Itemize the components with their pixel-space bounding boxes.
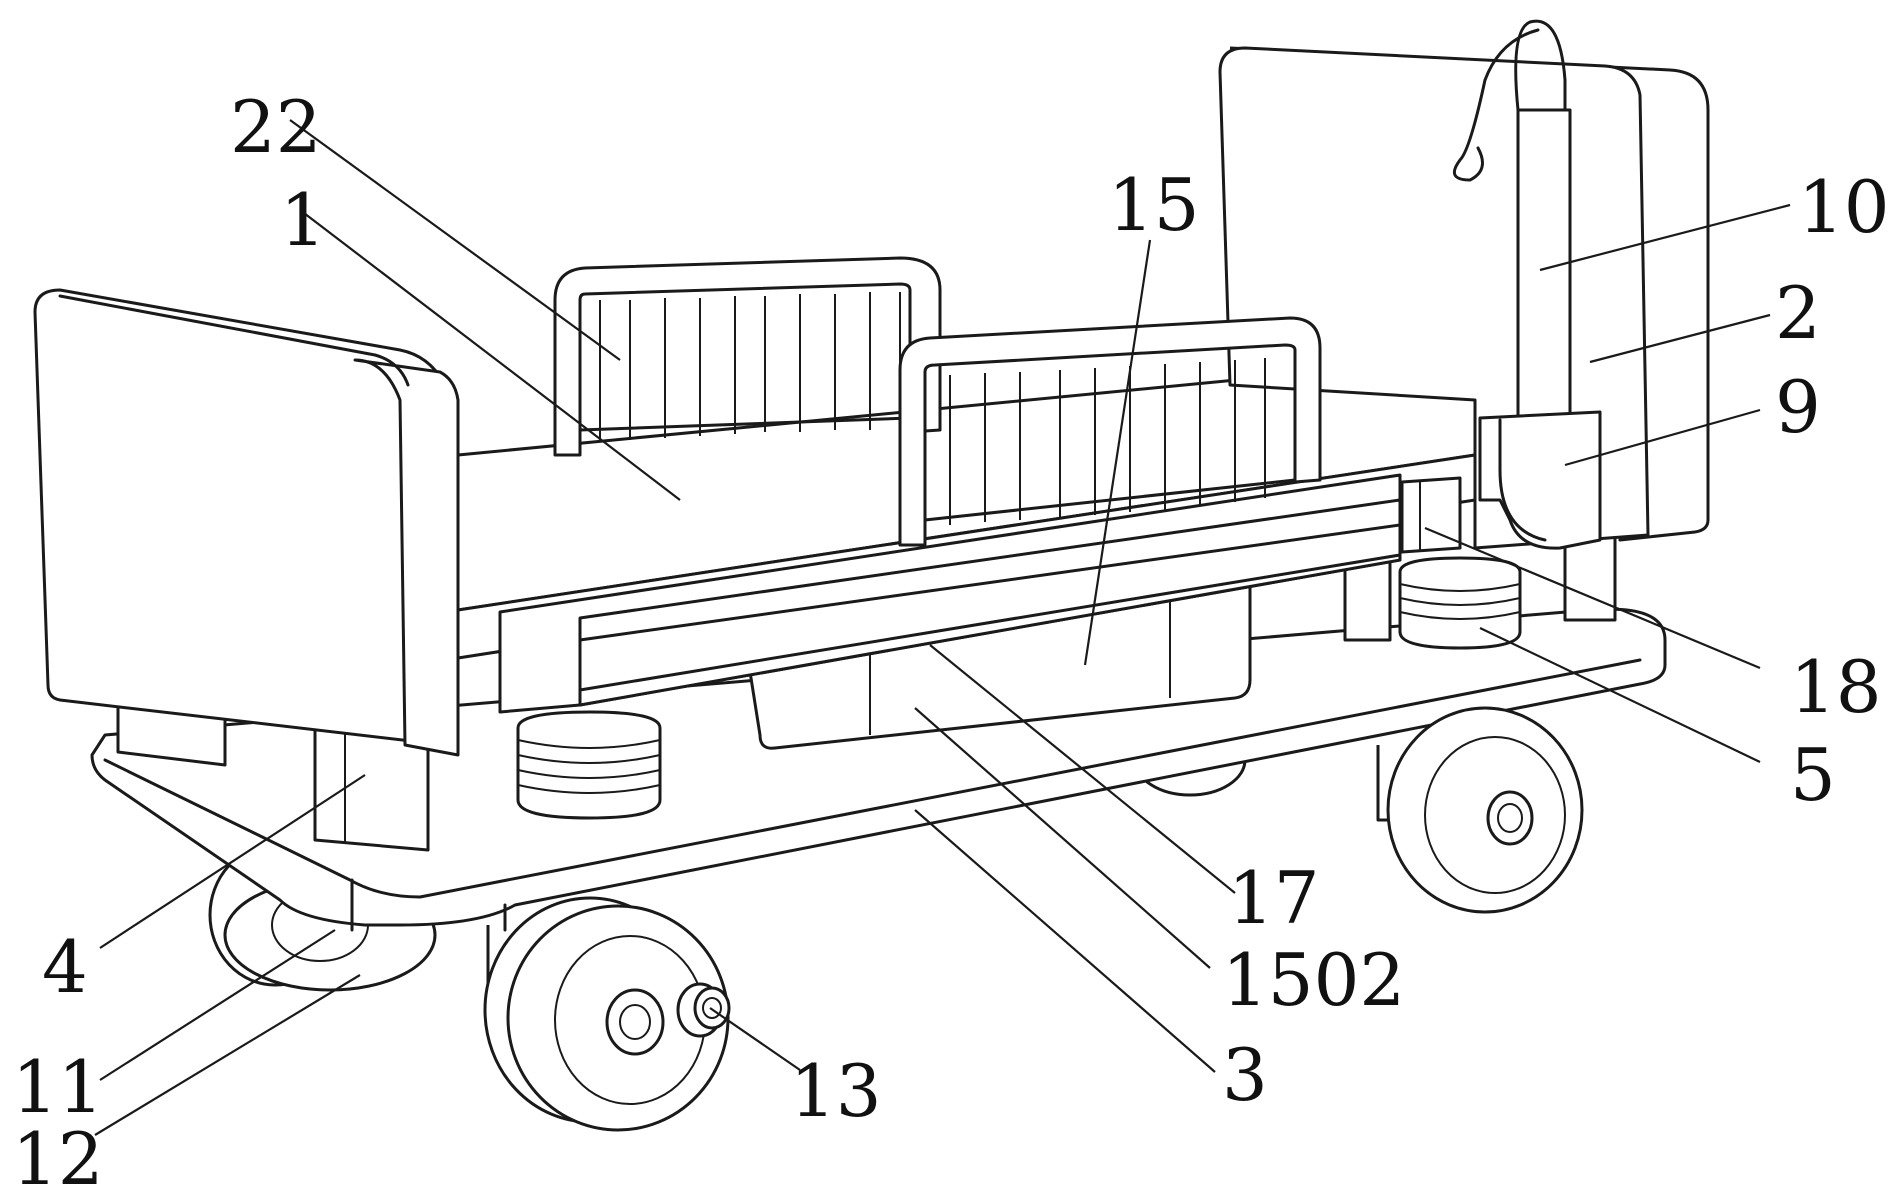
front-wheel bbox=[483, 896, 730, 1132]
label-13: 13 bbox=[790, 1049, 882, 1133]
springs bbox=[516, 556, 1522, 820]
label-5: 5 bbox=[1790, 733, 1836, 817]
label-1502: 1502 bbox=[1222, 938, 1405, 1022]
elbow-clamp bbox=[1478, 410, 1602, 550]
label-18: 18 bbox=[1790, 645, 1882, 729]
label-15: 15 bbox=[1108, 163, 1200, 247]
headboard bbox=[33, 288, 460, 757]
label-1: 1 bbox=[280, 178, 326, 262]
label-2: 2 bbox=[1775, 271, 1821, 355]
label-17: 17 bbox=[1228, 856, 1320, 940]
label-11: 11 bbox=[12, 1045, 104, 1129]
label-22: 22 bbox=[230, 85, 322, 169]
label-3: 3 bbox=[1222, 1033, 1268, 1117]
right-rear-wheel bbox=[1376, 706, 1584, 914]
label-10: 10 bbox=[1798, 165, 1890, 249]
leader-lines bbox=[94, 119, 1791, 1136]
bracket bbox=[1400, 476, 1462, 554]
reference-labels: 22 1 15 10 2 9 18 5 17 1502 3 4 11 12 13 bbox=[12, 85, 1890, 1201]
label-9: 9 bbox=[1775, 365, 1821, 449]
slide-rail bbox=[578, 498, 1402, 707]
label-4: 4 bbox=[42, 925, 88, 1009]
brake-knob bbox=[676, 982, 731, 1038]
label-12: 12 bbox=[12, 1117, 104, 1201]
